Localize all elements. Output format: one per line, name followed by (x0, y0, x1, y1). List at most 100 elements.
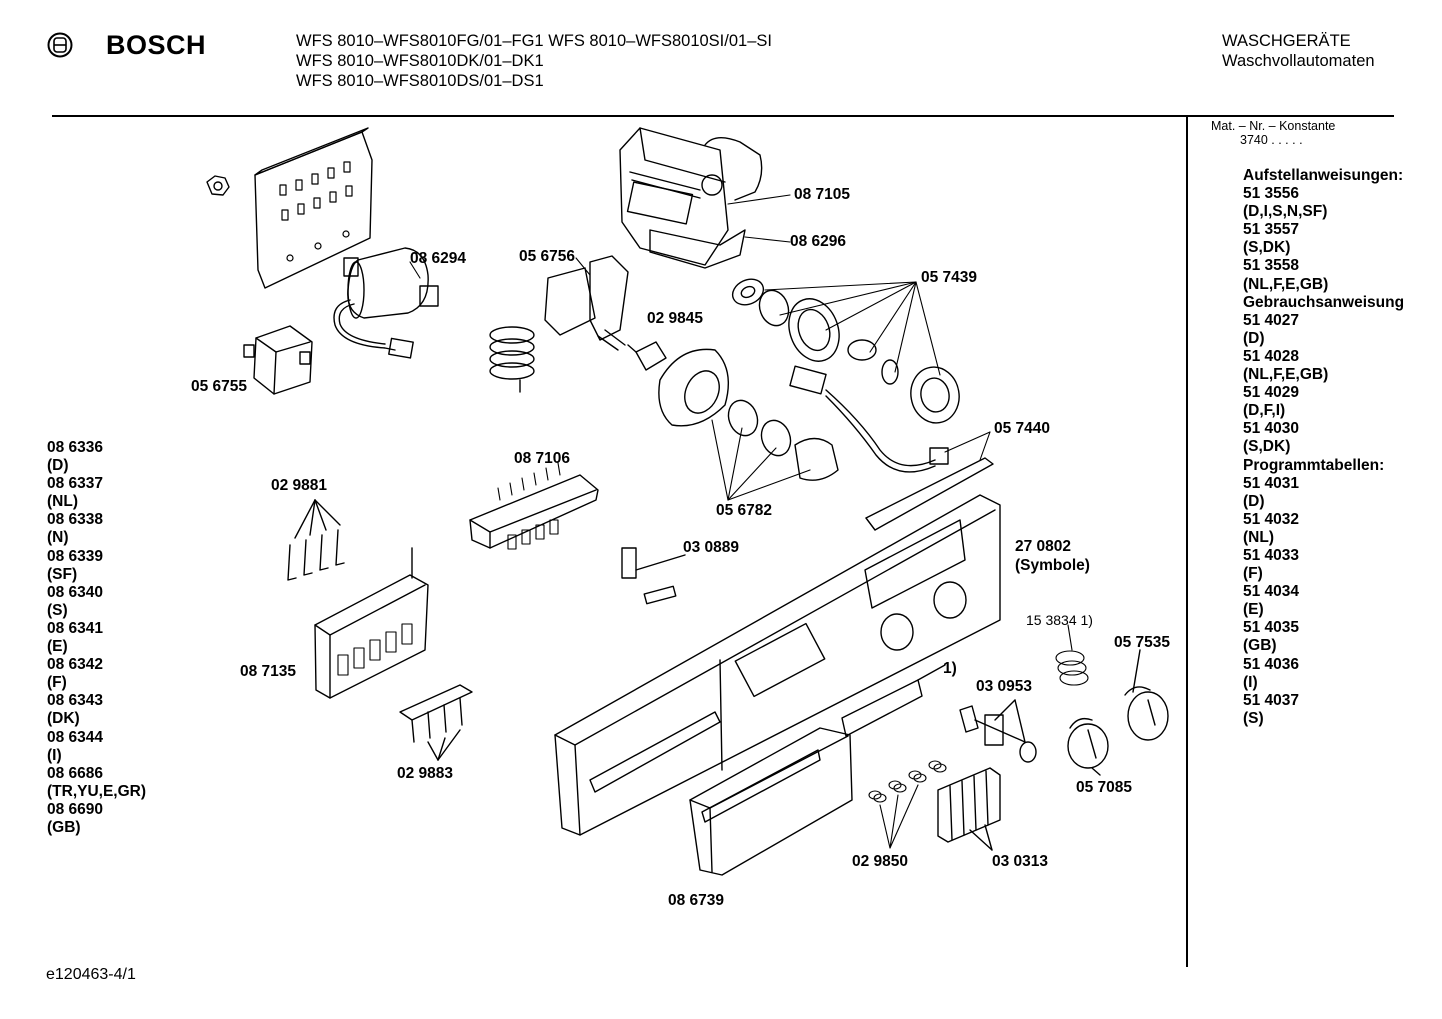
part-label: 08 6294 (410, 250, 467, 267)
header-divider (52, 115, 1394, 117)
part-label: 03 0313 (992, 853, 1049, 870)
hex-nut (206, 175, 230, 196)
doc-heading: Aufstellanweisungen: (1243, 167, 1404, 184)
doc-item: 51 4034 (1243, 583, 1300, 601)
bosch-logo (47, 32, 73, 58)
contacts-029883 (399, 684, 473, 761)
doc-item: 51 4028 (1243, 347, 1300, 365)
doc-item: (D) (1243, 492, 1265, 510)
doc-item: 51 4029 (1243, 384, 1300, 402)
part-label: 08 7106 (514, 450, 571, 467)
variant-item: (S) (47, 601, 68, 619)
variant-item: (GB) (47, 818, 81, 836)
mat-header: Mat. – Nr. – Konstante (1211, 119, 1336, 133)
springs-029850 (868, 760, 947, 849)
doc-item: (S,DK) (1243, 239, 1291, 257)
doc-item: 51 3556 (1243, 185, 1300, 203)
part-029845 (627, 341, 667, 371)
buttons-030313 (937, 767, 1001, 851)
knob-057535 (1124, 649, 1169, 741)
doc-item: (NL,F,E,GB) (1243, 366, 1329, 384)
part-label: 02 9883 (397, 765, 454, 782)
switch-block-087106 (469, 462, 599, 550)
variant-item: 08 6344 (47, 728, 104, 746)
part-label: 05 6782 (716, 502, 773, 519)
doc-item: 51 4036 (1243, 655, 1300, 673)
variant-item: 08 6339 (47, 547, 104, 565)
document-list: Aufstellanweisungen: 51 3556 (D,I,S,N,SF… (1243, 166, 1404, 728)
doc-item: 51 4037 (1243, 691, 1300, 709)
part-label: 1) (943, 660, 957, 677)
shaft-030953 (959, 699, 1037, 763)
leader-lines (409, 194, 991, 501)
variant-item: (E) (47, 638, 68, 656)
indicator-parts-056782 (727, 399, 839, 481)
doc-item: 51 3557 (1243, 221, 1300, 239)
doc-item: (I) (1243, 673, 1258, 691)
model-list: WFS 8010–WFS8010FG/01–FG1 WFS 8010–WFS80… (296, 31, 772, 91)
part-label: 02 9881 (271, 477, 328, 494)
contacts-029881 (287, 499, 345, 581)
variant-item: (F) (47, 674, 67, 692)
doc-item: (F) (1243, 565, 1263, 583)
doc-item: (D) (1243, 329, 1265, 347)
document-id: e120463-4/1 (46, 966, 136, 983)
part-label: 02 9850 (852, 853, 909, 870)
doc-item: (S,DK) (1243, 438, 1291, 456)
doc-item: 51 4032 (1243, 510, 1300, 528)
spring-153834 (1055, 624, 1089, 686)
mat-nr-block: Mat. – Nr. – Konstante 3740 . . . . . (1211, 119, 1335, 147)
part-label: 05 7085 (1076, 779, 1133, 796)
variant-item: 08 6337 (47, 475, 104, 493)
variant-item: 08 6342 (47, 656, 104, 674)
variant-item: 08 6343 (47, 692, 104, 710)
part-label: (Symbole) (1015, 557, 1090, 574)
mat-value: 3740 . . . . . (1240, 133, 1303, 147)
variant-item: 08 6338 (47, 511, 104, 529)
cable-harness (789, 365, 949, 473)
model-line: WFS 8010–WFS8010DS/01–DS1 (296, 72, 544, 90)
part-label: 08 7105 (794, 186, 851, 203)
doc-item: (D,F,I) (1243, 402, 1286, 420)
doc-item: (S) (1243, 709, 1264, 727)
light-guide-bar (865, 457, 994, 531)
part-label: 05 7440 (994, 420, 1051, 437)
variant-item: (SF) (47, 565, 78, 583)
variant-item: 08 6341 (47, 619, 104, 637)
capacitor (333, 247, 439, 359)
doc-item: 51 4035 (1243, 619, 1300, 637)
variant-item: 08 6340 (47, 583, 104, 601)
doc-heading: Programmtabellen: (1243, 456, 1385, 474)
variant-item: 08 6690 (47, 800, 104, 818)
variant-item: (TR,YU,E,GR) (47, 782, 147, 800)
exploded-parts-diagram (206, 127, 1169, 876)
part-label: 27 0802 (1015, 538, 1072, 555)
doc-item: 51 4031 (1243, 474, 1300, 492)
variant-item: (N) (47, 529, 69, 547)
category-line: WASCHGERÄTE (1222, 32, 1351, 50)
doc-item: 51 4030 (1243, 420, 1300, 438)
sidebar-divider (1186, 117, 1188, 967)
part-label: 08 6739 (668, 892, 725, 909)
doc-item: (D,I,S,N,SF) (1243, 203, 1328, 221)
category-title: WASCHGERÄTE Waschvollautomaten (1222, 31, 1375, 71)
doc-item: 51 3558 (1243, 257, 1300, 275)
variant-item: (NL) (47, 493, 78, 511)
doc-item: 51 4033 (1243, 546, 1300, 564)
doc-heading: Gebrauchsanweisung (1243, 293, 1405, 311)
knob-057085 (1067, 717, 1109, 776)
part-label: 05 7439 (921, 269, 978, 286)
panel-variant-list: 08 6336 (D) 08 6337 (NL) 08 6338 (N) 08 … (47, 439, 146, 837)
drawer-cover-086739 (689, 727, 853, 876)
control-panel-270802 (554, 494, 1001, 836)
part-label: 02 9845 (647, 310, 704, 327)
doc-item: (NL,F,E,GB) (1243, 275, 1329, 293)
part-label: 03 0953 (976, 678, 1033, 695)
variant-item: (D) (47, 457, 69, 475)
programmer-unit (619, 127, 763, 269)
label-strip (841, 664, 946, 737)
coil-and-lock (489, 255, 629, 393)
variant-item: 08 6336 (47, 439, 104, 456)
clip-030889 (621, 547, 686, 605)
part-label: 05 7535 (1114, 634, 1171, 651)
